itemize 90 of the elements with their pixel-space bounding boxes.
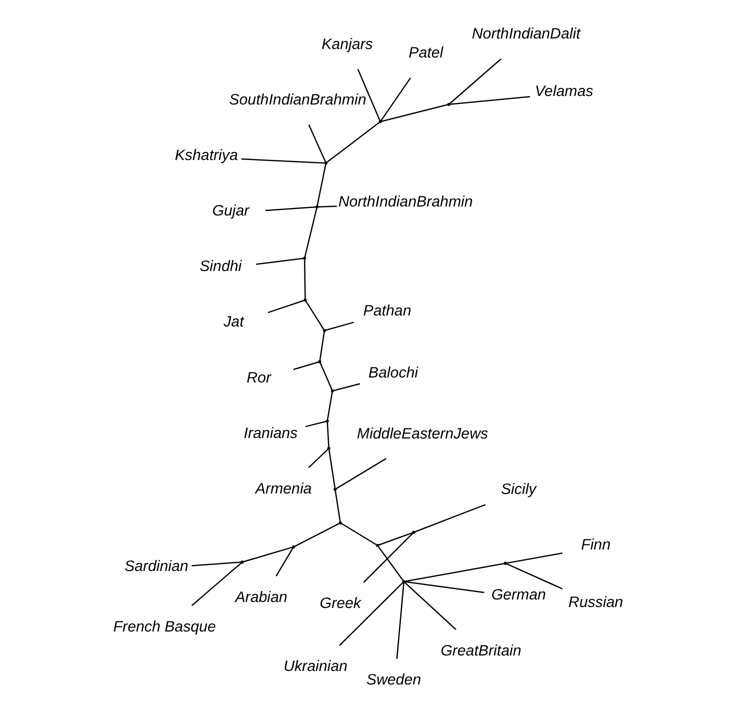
node-dot (314, 205, 318, 208)
connector (340, 522, 376, 546)
connector (304, 300, 324, 330)
node-text: GreatBritain (440, 642, 521, 660)
node-dot (326, 446, 330, 450)
connector (190, 562, 242, 606)
node-dot (338, 521, 342, 524)
node-dot (325, 420, 328, 423)
connector (191, 562, 241, 566)
node-dot (324, 161, 328, 165)
node-text: Gujar (212, 202, 249, 220)
node-text: Greek (319, 595, 361, 612)
connector (294, 522, 340, 547)
node-dot (292, 545, 295, 548)
node-text: Jat (223, 314, 244, 331)
node-text: Sardinian (124, 558, 188, 575)
connector (326, 392, 332, 420)
node-text: German (490, 586, 546, 604)
node-dot (322, 329, 326, 332)
connector (377, 546, 404, 582)
connector (404, 562, 504, 582)
connector (338, 582, 403, 646)
node-dot (318, 360, 321, 364)
node-text: Finn (580, 536, 610, 554)
node-text: MiddleEasternJews (356, 425, 488, 442)
node-text: Ror (246, 369, 270, 386)
connector (275, 548, 294, 576)
node-dot (376, 544, 379, 547)
node-text: Arabian (234, 588, 287, 606)
connector (240, 158, 324, 164)
node-text: Sindhi (199, 258, 242, 276)
node-text: Iranians (243, 424, 298, 442)
connector (326, 122, 380, 163)
node-dot (330, 389, 334, 392)
connector (304, 420, 326, 428)
node-dot (503, 562, 506, 565)
connector (506, 552, 562, 564)
node-dot (333, 488, 336, 491)
node-text: Armenia (254, 480, 312, 498)
node-text: French Basque (112, 618, 216, 636)
connector (335, 458, 386, 490)
connector (404, 582, 456, 630)
node-text: Pathan (362, 302, 411, 320)
node-dot (412, 530, 415, 534)
connector (242, 546, 292, 562)
connector (264, 206, 316, 212)
connector (308, 124, 326, 162)
connector (292, 361, 318, 370)
connector (316, 164, 326, 206)
connector (334, 490, 340, 522)
connector (326, 422, 329, 448)
connector (448, 58, 501, 104)
connector (380, 104, 448, 122)
node-dot (378, 120, 382, 124)
node-dot (240, 560, 244, 564)
connector (308, 449, 328, 468)
node-dot (446, 102, 450, 106)
connector (380, 78, 410, 122)
node-text: Velamas (534, 82, 593, 100)
connector (318, 332, 324, 360)
node-text: Patel (408, 44, 443, 62)
node-text: Russian (568, 594, 623, 611)
node-text: NorthIndianDalit (471, 26, 580, 43)
connector (396, 582, 404, 659)
connector (506, 563, 562, 590)
connector (378, 532, 412, 546)
node-text: Balochi (368, 364, 418, 382)
node-text: Kshatriya (174, 147, 238, 164)
connector (267, 300, 304, 314)
node-dot (302, 256, 306, 260)
node-text: Kanjars (321, 36, 372, 53)
node-text: Sicily (500, 481, 536, 498)
connector (450, 96, 530, 105)
connector (404, 581, 484, 594)
connector (319, 362, 332, 390)
node-text: SouthIndianBrahmin (228, 92, 366, 109)
connector (324, 322, 354, 331)
connector (328, 450, 336, 488)
node-text: Sweden (366, 672, 421, 689)
connector (414, 504, 486, 532)
connector (304, 208, 317, 258)
node-text: Ukrainian (283, 658, 347, 676)
node-text: NorthIndianBrahmin (338, 193, 472, 210)
connector (303, 260, 306, 300)
connector (256, 258, 304, 265)
node-dot (303, 298, 306, 302)
connector (356, 68, 380, 122)
node-dot (402, 580, 405, 584)
connector (332, 383, 360, 392)
connector (317, 206, 336, 208)
